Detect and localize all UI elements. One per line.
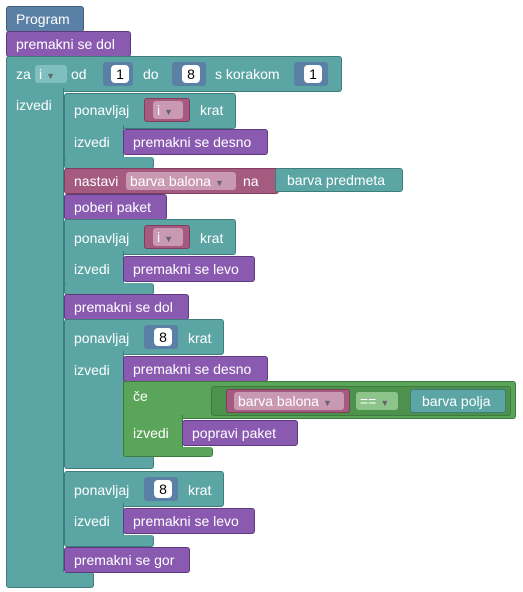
- move-down-block-2[interactable]: premakni se dol: [64, 294, 189, 320]
- move-down-label: premakni se dol: [16, 36, 115, 52]
- repeat-1-count-value: i: [157, 102, 161, 118]
- triangle-down-icon: ▼: [380, 398, 390, 408]
- if-block-foot: [123, 447, 213, 457]
- move-down-label-2: premakni se dol: [74, 299, 173, 315]
- repeat-2-keyword: ponavljaj: [74, 230, 130, 246]
- repeat-4-do-keyword: izvedi: [74, 513, 110, 529]
- for-var-value: i: [39, 66, 43, 82]
- for-keyword: za: [16, 66, 31, 82]
- repeat-1-keyword: ponavljaj: [74, 102, 130, 118]
- field-color-label: barva polja: [422, 393, 491, 409]
- for-loop-arm: [6, 88, 64, 578]
- compare-left-value: barva balona: [238, 393, 319, 409]
- step-number-field[interactable]: 1: [304, 65, 322, 83]
- step-keyword: s korakom: [215, 66, 280, 82]
- move-right-block[interactable]: premakni se desno: [123, 129, 268, 155]
- to-number-field[interactable]: 8: [182, 65, 200, 83]
- repeat-2-count-value: i: [157, 229, 161, 245]
- repeat-4-foot: [64, 535, 154, 547]
- move-right-label-2: premakni se desno: [133, 361, 252, 377]
- move-right-label: premakni se desno: [133, 134, 252, 150]
- repeat-3-times-keyword: krat: [188, 330, 212, 346]
- for-var-dropdown[interactable]: i▼: [35, 65, 67, 83]
- triangle-down-icon: ▼: [214, 178, 224, 188]
- repeat-3-keyword: ponavljaj: [74, 330, 130, 346]
- repeat-3-count-field[interactable]: 8: [154, 328, 172, 346]
- repeat-1-times-keyword: krat: [200, 102, 224, 118]
- program-block[interactable]: Program: [6, 6, 84, 32]
- pick-up-label: poberi paket: [74, 199, 152, 215]
- move-left-label-1: premakni se levo: [133, 261, 239, 277]
- pick-up-block[interactable]: poberi paket: [64, 194, 167, 220]
- repeat-4-times-keyword: krat: [188, 482, 212, 498]
- from-number-field[interactable]: 1: [111, 65, 129, 83]
- repeat-1-do-keyword: izvedi: [74, 134, 110, 150]
- move-left-block-2[interactable]: premakni se levo: [123, 508, 255, 534]
- if-do-keyword: izvedi: [133, 425, 169, 441]
- move-right-block-2[interactable]: premakni se desno: [123, 356, 268, 382]
- from-keyword: od: [71, 66, 87, 82]
- repeat-3-do-keyword: izvedi: [74, 362, 110, 378]
- triangle-down-icon: ▼: [164, 107, 174, 117]
- for-loop-foot: [6, 572, 94, 588]
- compare-left-dropdown[interactable]: barva balona▼: [234, 392, 344, 410]
- set-var-value: barva balona: [130, 173, 211, 189]
- set-var-dropdown[interactable]: barva balona▼: [126, 172, 236, 190]
- repeat-3-foot: [64, 455, 154, 469]
- repeat-4-keyword: ponavljaj: [74, 482, 130, 498]
- fix-package-label: popravi paket: [192, 425, 277, 441]
- field-color-block[interactable]: barva polja: [410, 389, 506, 413]
- repeat-4-count-field[interactable]: 8: [154, 480, 172, 498]
- repeat-2-do-keyword: izvedi: [74, 261, 110, 277]
- object-color-label: barva predmeta: [287, 172, 386, 188]
- move-up-label: premakni se gor: [74, 552, 175, 568]
- repeat-2-times-keyword: krat: [200, 230, 224, 246]
- triangle-down-icon: ▼: [164, 234, 174, 244]
- move-left-block-1[interactable]: premakni se levo: [123, 256, 255, 282]
- triangle-down-icon: ▼: [46, 71, 56, 81]
- set-keyword: nastavi: [74, 173, 119, 189]
- if-keyword: če: [133, 388, 148, 404]
- repeat-2-count-dropdown[interactable]: i▼: [153, 228, 183, 246]
- set-to-keyword: na: [243, 173, 259, 189]
- triangle-down-icon: ▼: [322, 398, 332, 408]
- to-keyword: do: [143, 66, 159, 82]
- object-color-block[interactable]: barva predmeta: [275, 168, 403, 192]
- program-label: Program: [16, 11, 70, 27]
- compare-operator-value: ==: [360, 393, 377, 409]
- repeat-1-count-dropdown[interactable]: i▼: [153, 101, 183, 119]
- fix-package-block[interactable]: popravi paket: [182, 420, 298, 446]
- for-do-keyword: izvedi: [16, 97, 52, 113]
- move-down-block[interactable]: premakni se dol: [6, 31, 131, 57]
- compare-operator-dropdown[interactable]: ==▼: [356, 392, 398, 410]
- move-up-block[interactable]: premakni se gor: [64, 547, 190, 573]
- move-left-label-2: premakni se levo: [133, 513, 239, 529]
